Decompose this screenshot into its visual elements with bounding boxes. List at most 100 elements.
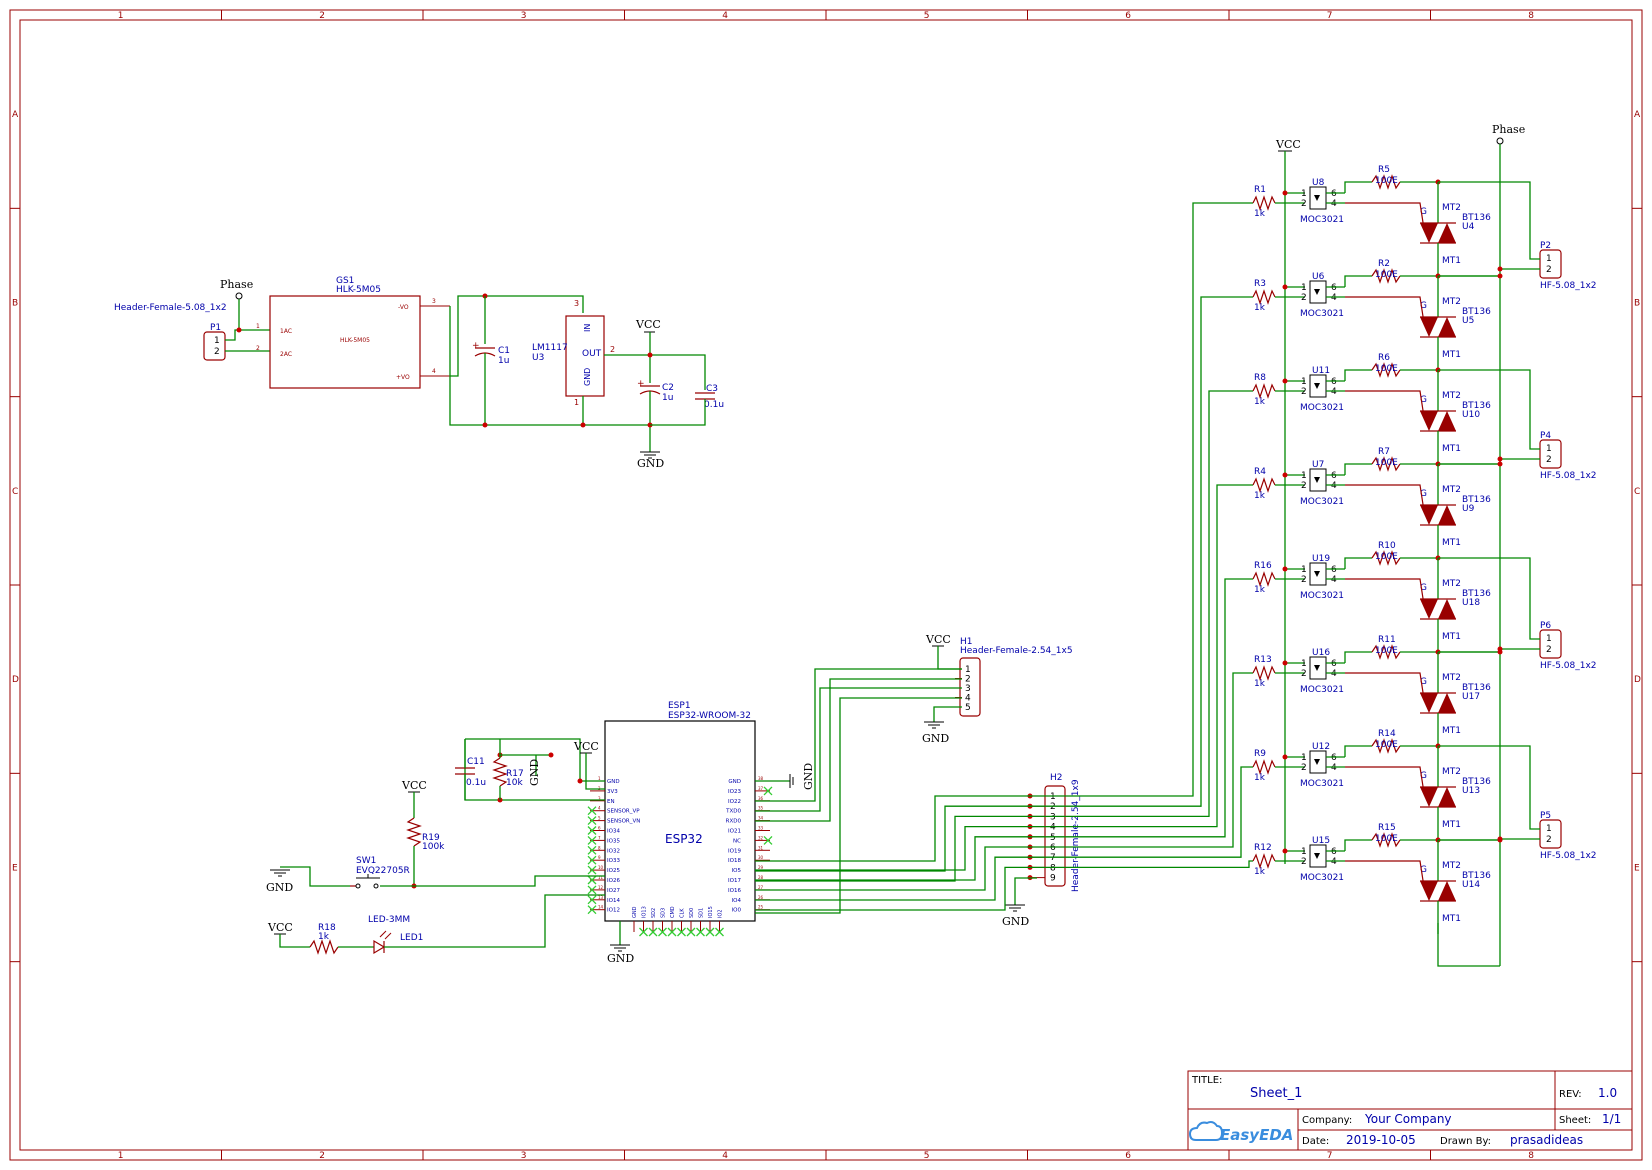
output-connector-body: [1539, 249, 1562, 279]
sheet-label: Sheet:: [1559, 1115, 1591, 1126]
esp-pin-label: TXD0: [725, 809, 741, 815]
svg-text:2: 2: [1301, 575, 1307, 585]
optocoupler-value: MOC3021: [1300, 309, 1344, 319]
column-label-top: 5: [924, 11, 930, 21]
h1-pin-number: 1: [965, 665, 971, 675]
h2-pin-number: 3: [1050, 812, 1056, 822]
u3-value: LM1117: [532, 343, 568, 353]
column-label-bottom: 7: [1327, 1151, 1333, 1161]
svg-text:4: 4: [1331, 387, 1337, 397]
svg-text:2: 2: [1546, 455, 1552, 465]
output-value: HF-5.08_1x2: [1540, 471, 1597, 481]
triac-ref: U17: [1462, 692, 1480, 702]
esp-pin-label: IO12: [607, 908, 620, 914]
h1-pin-number: 2: [965, 675, 971, 685]
esp-pin-label: IO14: [607, 898, 620, 904]
column-label-bottom: 3: [521, 1151, 527, 1161]
esp-pin-label: IO33: [607, 858, 620, 864]
output-value: HF-5.08_1x2: [1540, 661, 1597, 671]
optocoupler-ref: U16: [1312, 648, 1330, 658]
esp-pin-label: GND: [728, 779, 741, 785]
esp-pin-label: CLK: [680, 908, 686, 918]
svg-text:6: 6: [1331, 377, 1337, 387]
gs1-ref: GS1: [336, 276, 354, 286]
svg-text:5: 5: [598, 816, 601, 821]
r18-ref: R18: [318, 923, 336, 933]
gate-resistor-ref: R14: [1378, 729, 1396, 739]
svg-text:-VO: -VO: [398, 304, 409, 311]
optocoupler-ref: U7: [1312, 460, 1324, 470]
svg-text:1: 1: [1546, 634, 1552, 644]
c11-value: 0.1u: [466, 778, 486, 788]
esp-pin-label: SD2: [651, 908, 657, 918]
mt1-label: MT1: [1442, 820, 1461, 830]
gate-resistor-value: 100E: [1375, 740, 1398, 750]
svg-text:2: 2: [1301, 857, 1307, 867]
optocoupler: [1309, 186, 1327, 210]
mt1-label: MT1: [1442, 632, 1461, 642]
input-resistor-ref: R13: [1254, 655, 1272, 665]
mt2-label: MT2: [1442, 203, 1461, 213]
svg-text:HLK-5M05: HLK-5M05: [340, 337, 370, 344]
h2-pin-number: 8: [1050, 863, 1056, 873]
svg-text:30: 30: [758, 855, 764, 860]
output-ref: P4: [1540, 431, 1551, 441]
mt1-label: MT1: [1442, 914, 1461, 924]
optocoupler-value: MOC3021: [1300, 873, 1344, 883]
svg-text:4: 4: [1331, 669, 1337, 679]
esp-pin-label: IO35: [607, 838, 620, 844]
svg-text:1: 1: [256, 323, 260, 330]
esp-pin-label: IO25: [607, 868, 620, 874]
svg-text:2: 2: [1546, 265, 1552, 275]
sw1-value: EVQ22705R: [356, 866, 410, 876]
output-connector-body: [1539, 819, 1562, 849]
triac-ref: U9: [1462, 504, 1475, 514]
input-resistor-value: 1k: [1254, 397, 1266, 407]
triac-value: BT136: [1462, 683, 1491, 693]
svg-text:12: 12: [598, 885, 604, 890]
led-value: LED-3MM: [368, 915, 410, 925]
optocoupler-ref: U19: [1312, 554, 1330, 564]
svg-text:+VO: +VO: [396, 374, 410, 381]
triac-ref: U18: [1462, 598, 1480, 608]
rev-value: 1.0: [1598, 1086, 1617, 1100]
gate-label: G: [1420, 395, 1427, 405]
column-label-top: 2: [319, 11, 325, 21]
esp-pin-label: IO21: [728, 829, 741, 835]
h1-ref: H1: [960, 637, 973, 647]
svg-text:27: 27: [758, 885, 764, 890]
svg-text:2: 2: [1301, 199, 1307, 209]
triac-value: BT136: [1462, 307, 1491, 317]
column-label-bottom: 6: [1125, 1151, 1131, 1161]
svg-text:2: 2: [1301, 293, 1307, 303]
esp-pin-label: EN: [607, 799, 615, 805]
gate-resistor-ref: R2: [1378, 259, 1390, 269]
date-label: Date:: [1302, 1136, 1329, 1147]
r17-ref: R17: [506, 769, 524, 779]
esp32-center-label: ESP32: [665, 832, 703, 846]
input-resistor-value: 1k: [1254, 867, 1266, 877]
h1-value: Header-Female-2.54_1x5: [960, 646, 1073, 656]
esp-pin-label: IO23: [728, 789, 741, 795]
svg-text:10: 10: [598, 865, 604, 870]
triac-ref: U4: [1462, 222, 1475, 232]
p1-connector: [203, 331, 226, 361]
esp-pin-label: CMD: [670, 906, 676, 918]
svg-text:13: 13: [598, 895, 604, 900]
gnd-label-supply: GND: [637, 457, 664, 470]
company-value: Your Company: [1364, 1112, 1452, 1126]
svg-text:+: +: [472, 341, 480, 351]
column-label-bottom: 1: [118, 1151, 124, 1161]
row-label-left: B: [12, 299, 18, 309]
svg-text:33: 33: [758, 826, 764, 831]
h1-connector: [959, 657, 981, 717]
esp-pin-label: SD3: [661, 908, 667, 918]
h1-pin-number: 3: [965, 684, 971, 694]
column-label-top: 6: [1125, 11, 1131, 21]
svg-text:6: 6: [1331, 283, 1337, 293]
c2-value: 1u: [662, 393, 673, 403]
